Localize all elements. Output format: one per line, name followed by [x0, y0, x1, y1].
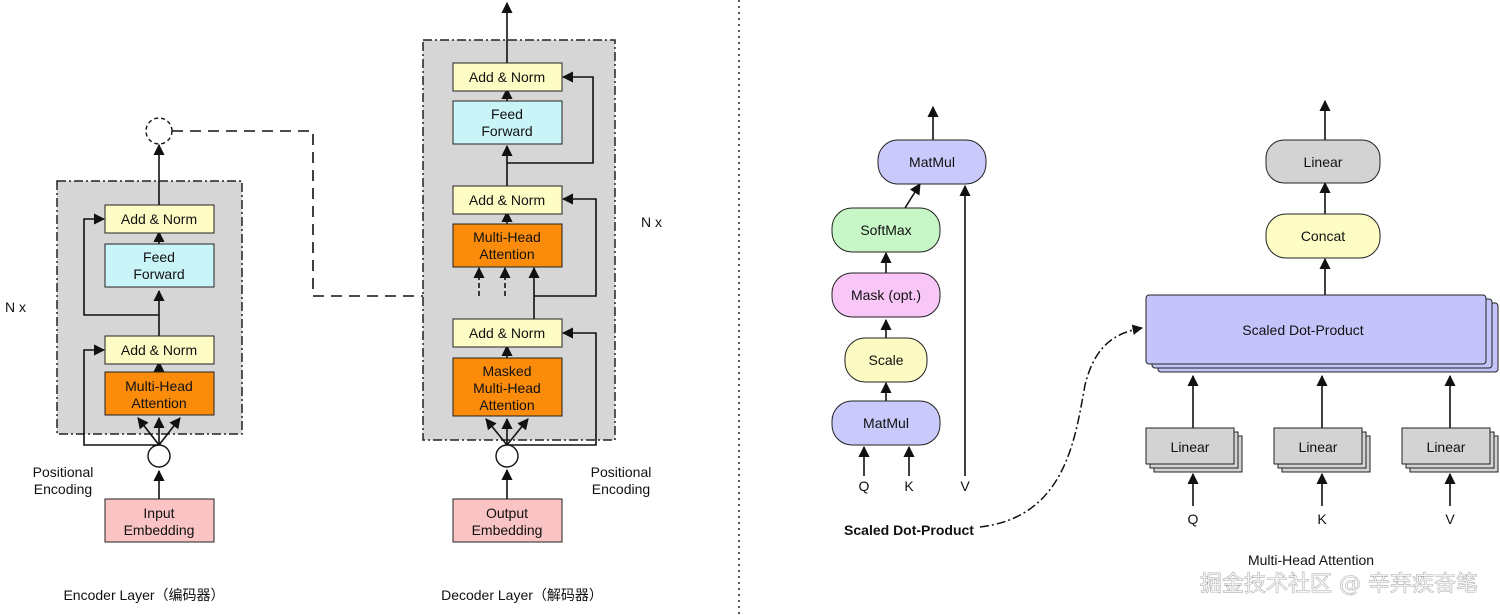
decoder-masked-label-2: Multi-Head	[473, 380, 541, 396]
decoder-masked-attention	[452, 357, 563, 417]
multi-head-attention-diagram: Linear Concat Scaled Dot-Product Linear …	[1145, 99, 1499, 568]
mha-linear-top-label: Linear	[1304, 154, 1343, 170]
encoder-feed-forward	[104, 243, 215, 288]
encoder-embedding-label-2: Embedding	[124, 522, 195, 538]
decoder-feed-forward	[452, 100, 563, 145]
sdp-softmax	[831, 207, 941, 253]
decoder-embedding-label-1: Output	[486, 505, 528, 521]
decoder-feed-forward-label-2: Forward	[481, 123, 532, 139]
decoder-add-norm-mid-label: Add & Norm	[469, 192, 545, 208]
decoder-add-norm-top	[452, 62, 563, 92]
decoder-multi-head-attention	[452, 223, 563, 268]
decoder-embedding-label-2: Embedding	[472, 522, 543, 538]
sdp-matmul-top	[877, 139, 987, 185]
mha-linear-top	[1265, 139, 1381, 184]
decoder-repeat-label: N x	[641, 214, 662, 230]
decoder-add-norm-mid	[452, 185, 563, 215]
encoder-attention-label-2: Attention	[131, 395, 186, 411]
sdp-softmax-label: SoftMax	[860, 222, 911, 238]
encoder-decoder-connection	[172, 130, 505, 297]
sdp-matmul-bottom	[831, 400, 941, 446]
mha-linear-q	[1145, 427, 1235, 465]
sdp-arrows	[858, 105, 971, 476]
encoder-add-norm-top-label: Add & Norm	[121, 211, 197, 227]
sdp-k-label: K	[904, 478, 914, 494]
sdp-to-mha-link	[979, 324, 1144, 528]
mha-k-label: K	[1317, 511, 1327, 527]
decoder-positional-label-1: Positional	[591, 464, 652, 480]
decoder-layer: Add & Norm Feed Forward Add & Norm Multi…	[422, 1, 662, 603]
mha-linear-k-stack: Linear	[1273, 427, 1371, 473]
encoder-embedding-label-1: Input	[143, 505, 174, 521]
sdp-mask	[831, 272, 941, 318]
sdp-matmul-bottom-label: MatMul	[863, 415, 909, 431]
mha-linear-q-label: Linear	[1171, 439, 1210, 455]
encoder-layer: Add & Norm Feed Forward Add & Norm Multi…	[5, 117, 243, 603]
mha-q-label: Q	[1188, 511, 1199, 527]
mha-sdp-label: Scaled Dot-Product	[1242, 322, 1364, 338]
mha-scaled-dot-product	[1145, 294, 1487, 365]
sdp-caption: Scaled Dot-Product	[844, 522, 974, 538]
sdp-mask-label: Mask (opt.)	[851, 287, 921, 303]
encoder-caption: Encoder Layer（编码器）	[63, 587, 224, 603]
sdp-matmul-top-label: MatMul	[909, 154, 955, 170]
encoder-attention-label-1: Multi-Head	[125, 378, 193, 394]
decoder-kv-arrows	[473, 266, 511, 296]
encoder-repeat-label: N x	[5, 299, 26, 315]
decoder-masked-label-3: Attention	[479, 397, 534, 413]
decoder-caption: Decoder Layer（解码器）	[441, 587, 603, 603]
encoder-positional-label-2: Encoding	[34, 481, 92, 497]
decoder-add-norm-bottom	[452, 318, 563, 348]
mha-linear-k	[1273, 427, 1363, 465]
mha-v-label: V	[1445, 511, 1455, 527]
encoder-positional-sum	[147, 444, 171, 468]
encoder-output-node	[145, 117, 173, 145]
mha-linear-v-stack: Linear	[1401, 427, 1499, 473]
mha-concat	[1265, 213, 1381, 259]
sdp-v-label: V	[960, 478, 970, 494]
mha-caption: Multi-Head Attention	[1248, 552, 1374, 568]
encoder-add-norm-top	[104, 204, 215, 234]
encoder-input-embedding	[104, 498, 215, 543]
mha-linear-v	[1401, 427, 1491, 465]
sdp-scale-label: Scale	[868, 352, 903, 368]
scaled-dot-product-diagram: MatMul SoftMax Mask (opt.) Scale MatMul …	[831, 105, 987, 538]
encoder-add-norm-bottom-label: Add & Norm	[121, 342, 197, 358]
decoder-masked-label-1: Masked	[482, 363, 531, 379]
decoder-feed-forward-label-1: Feed	[491, 106, 523, 122]
encoder-feed-forward-label-1: Feed	[143, 249, 175, 265]
encoder-positional-label-1: Positional	[33, 464, 94, 480]
decoder-positional-label-2: Encoding	[592, 481, 650, 497]
mha-concat-label: Concat	[1301, 228, 1345, 244]
watermark: 掘金技术社区 @ 辛弃疾奋笔	[1200, 572, 1478, 597]
decoder-output-embedding	[452, 498, 563, 543]
encoder-feed-forward-label-2: Forward	[133, 266, 184, 282]
sdp-scale	[844, 337, 928, 383]
mha-linear-q-stack: Linear	[1145, 427, 1243, 473]
mha-linear-k-label: Linear	[1299, 439, 1338, 455]
mha-linear-v-label: Linear	[1427, 439, 1466, 455]
sdp-q-label: Q	[859, 478, 870, 494]
decoder-add-norm-top-label: Add & Norm	[469, 69, 545, 85]
mha-arrows	[1187, 99, 1456, 506]
encoder-add-norm-bottom	[104, 335, 215, 365]
decoder-positional-sum	[495, 444, 519, 468]
decoder-attention-label-1: Multi-Head	[473, 229, 541, 245]
decoder-attention-label-2: Attention	[479, 246, 534, 262]
decoder-add-norm-bottom-label: Add & Norm	[469, 325, 545, 341]
encoder-multi-head-attention	[104, 371, 215, 416]
